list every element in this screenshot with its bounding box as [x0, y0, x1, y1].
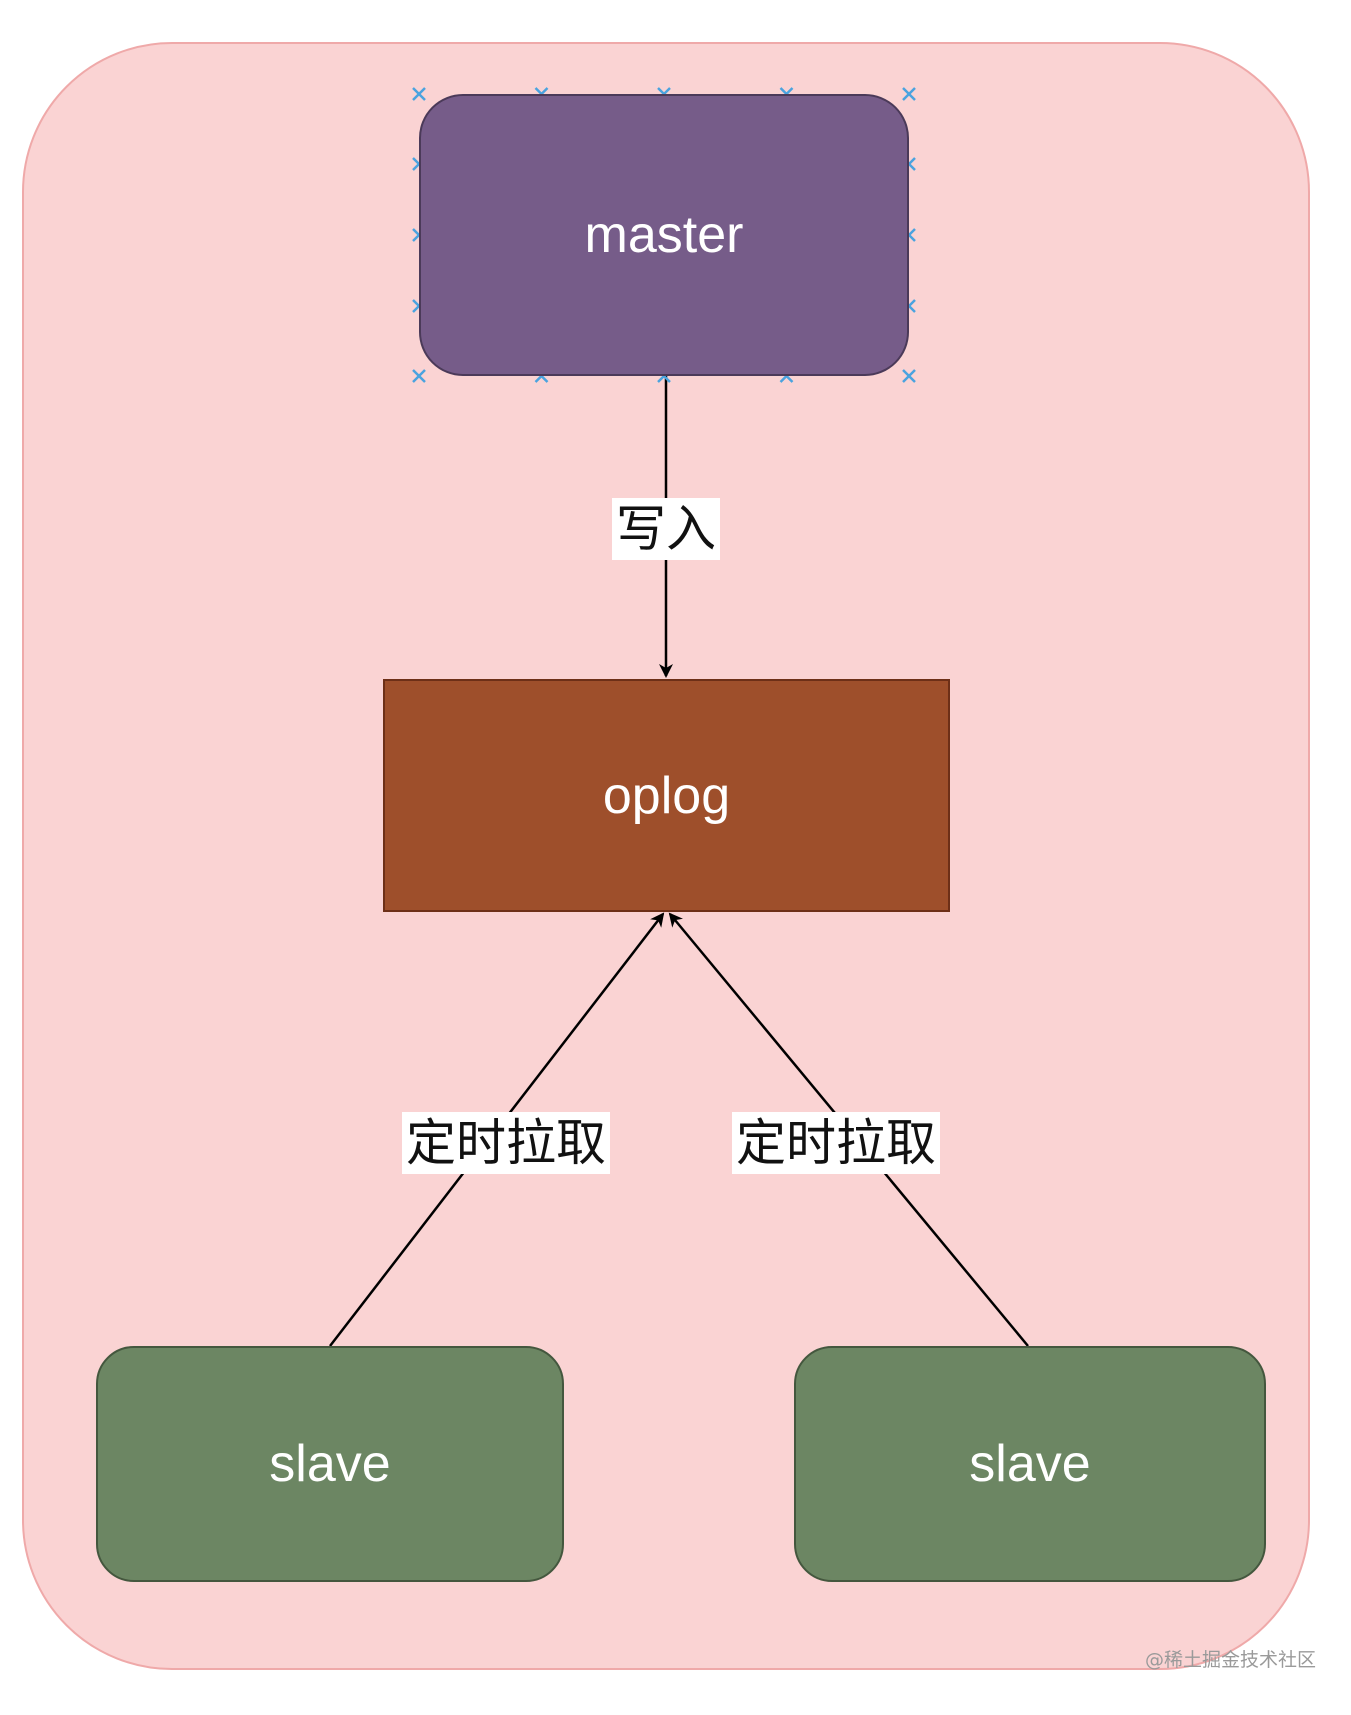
slave-right-label: slave — [969, 1435, 1091, 1493]
edge-label-pull-right: 定时拉取 — [732, 1112, 940, 1174]
slave-left-node[interactable]: slave — [96, 1346, 564, 1582]
selection-handle-icon[interactable] — [412, 87, 426, 101]
master-node[interactable]: master — [419, 94, 909, 376]
edge-label-pull-left: 定时拉取 — [402, 1112, 610, 1174]
oplog-node[interactable]: oplog — [383, 679, 950, 912]
edge-label-write: 写入 — [612, 498, 720, 560]
slave-right-node[interactable]: slave — [794, 1346, 1266, 1582]
selection-handle-icon[interactable] — [412, 369, 426, 383]
slave-left-label: slave — [269, 1435, 391, 1493]
selection-handle-icon[interactable] — [902, 87, 916, 101]
oplog-label: oplog — [602, 766, 731, 825]
selection-handle-icon[interactable] — [902, 369, 916, 383]
watermark: @稀土掘金技术社区 — [1145, 1649, 1317, 1671]
master-label: master — [584, 206, 744, 264]
